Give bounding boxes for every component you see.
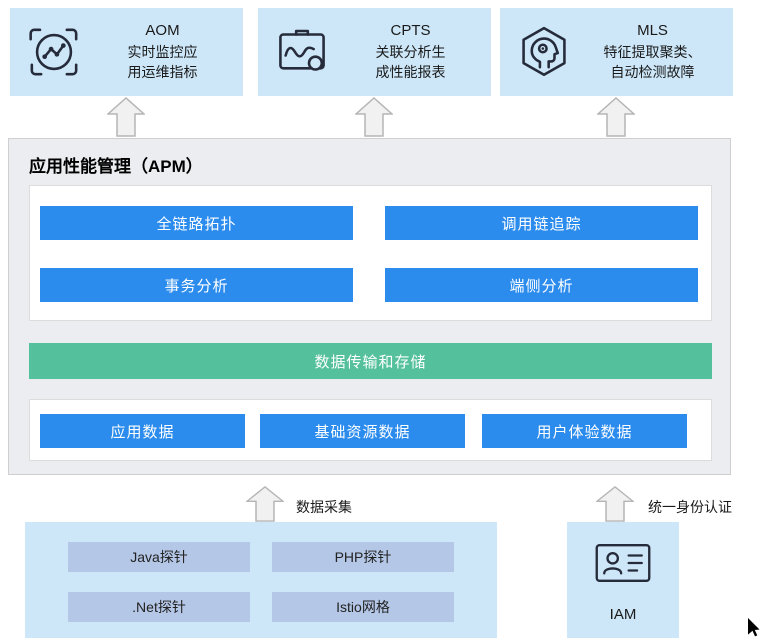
service-name: AOM — [145, 21, 180, 39]
arrow-up-identity-auth-icon — [596, 486, 634, 522]
data-node-user-experience: 用户体验数据 — [482, 414, 687, 448]
service-text-aom: AOM 实时监控应 用运维指标 — [92, 22, 233, 82]
feature-node-client-side: 端侧分析 — [385, 268, 698, 302]
service-card-cpts: CPTS 关联分析生 成性能报表 — [258, 8, 491, 96]
cpts-report-icon — [279, 29, 325, 71]
arrow-up-to-cpts-icon — [355, 97, 393, 137]
data-collection-label: 数据采集 — [296, 499, 352, 515]
service-card-mls: MLS 特征提取聚类、 自动检测故障 — [500, 8, 733, 96]
arrow-up-to-mls-icon — [597, 97, 635, 137]
feature-node-tracing: 调用链追踪 — [385, 206, 698, 240]
agent-node-istio: Istio网格 — [272, 592, 454, 622]
service-name: CPTS — [390, 21, 431, 39]
arrow-up-to-aom-icon — [107, 97, 145, 137]
service-desc-line: 实时监控应 — [127, 43, 198, 60]
feature-node-transaction: 事务分析 — [40, 268, 353, 302]
service-text-cpts: CPTS 关联分析生 成性能报表 — [340, 22, 481, 82]
agent-node-dotnet: .Net探针 — [68, 592, 250, 622]
iam-card-icon — [595, 544, 651, 582]
mls-ai-head-icon — [522, 26, 566, 77]
iam-label: IAM — [609, 606, 637, 623]
service-desc-line: 自动检测故障 — [610, 63, 695, 80]
iam-container: IAM — [567, 522, 679, 638]
service-text-mls: MLS 特征提取聚类、 自动检测故障 — [582, 22, 723, 82]
storage-bar: 数据传输和存储 — [29, 343, 712, 379]
aom-monitor-icon — [29, 28, 78, 76]
service-name: MLS — [637, 21, 668, 39]
service-desc-line: 用运维指标 — [127, 63, 198, 80]
data-node-infrastructure: 基础资源数据 — [260, 414, 465, 448]
apm-features-panel: 全链路拓扑 调用链追踪 事务分析 端侧分析 — [29, 185, 712, 321]
agent-node-java: Java探针 — [68, 542, 250, 572]
service-desc-line: 成性能报表 — [375, 63, 446, 80]
service-desc-line: 特征提取聚类、 — [603, 43, 702, 60]
mouse-cursor — [748, 618, 760, 637]
identity-auth-label: 统一身份认证 — [648, 499, 732, 515]
agents-container: Java探针 PHP探针 .Net探针 Istio网格 — [25, 522, 497, 638]
apm-data-panel: 应用数据 基础资源数据 用户体验数据 — [29, 399, 712, 461]
service-desc-line: 关联分析生 — [375, 43, 446, 60]
data-node-application: 应用数据 — [40, 414, 245, 448]
agent-node-php: PHP探针 — [272, 542, 454, 572]
service-card-aom: AOM 实时监控应 用运维指标 — [10, 8, 243, 96]
arrow-up-data-collection-icon — [246, 486, 284, 522]
apm-container: 应用性能管理（APM） 全链路拓扑 调用链追踪 事务分析 端侧分析 数据传输和存… — [8, 138, 731, 475]
feature-node-topology: 全链路拓扑 — [40, 206, 353, 240]
apm-title: 应用性能管理（APM） — [29, 157, 203, 176]
